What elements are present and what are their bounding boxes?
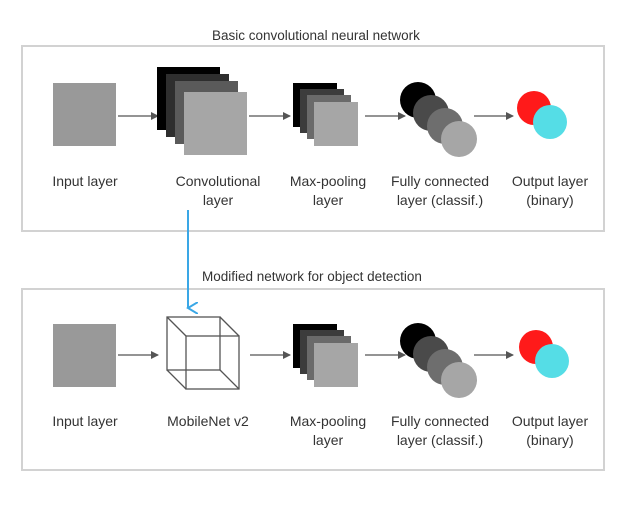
basic-network-panel [21, 45, 605, 232]
top-conv-stack [157, 67, 247, 155]
top-label-output: Output layer (binary) [511, 173, 589, 208]
bottom-label-output: Output layer (binary) [511, 413, 589, 448]
bottom-label-input: Input layer [52, 413, 118, 429]
detection-network-panel [21, 288, 605, 471]
bottom-label-fc: Fully connected layer (classif.) [390, 413, 490, 448]
top-output-circles [517, 91, 567, 139]
top-label-fc: Fully connected layer (classif.) [390, 173, 490, 208]
bottom-output-circles [519, 330, 569, 378]
basic-network-title: Basic convolutional neural network [212, 28, 420, 43]
bottom-pool-stack [293, 324, 358, 387]
bottom-input-square [53, 324, 116, 387]
top-label-pool: Max-pooling layer [289, 173, 367, 208]
cube-icon [166, 316, 240, 390]
bottom-fc-circles [400, 323, 477, 398]
bottom-label-mobilenet: MobileNet v2 [167, 413, 249, 429]
top-label-input: Input layer [52, 173, 118, 189]
top-label-conv: Convolutional layer [175, 173, 261, 208]
top-pool-stack [293, 83, 358, 146]
top-fc-circles [400, 82, 477, 157]
bottom-label-pool: Max-pooling layer [289, 413, 367, 448]
top-input-square [53, 83, 116, 146]
detection-network-title: Modified network for object detection [202, 269, 422, 284]
